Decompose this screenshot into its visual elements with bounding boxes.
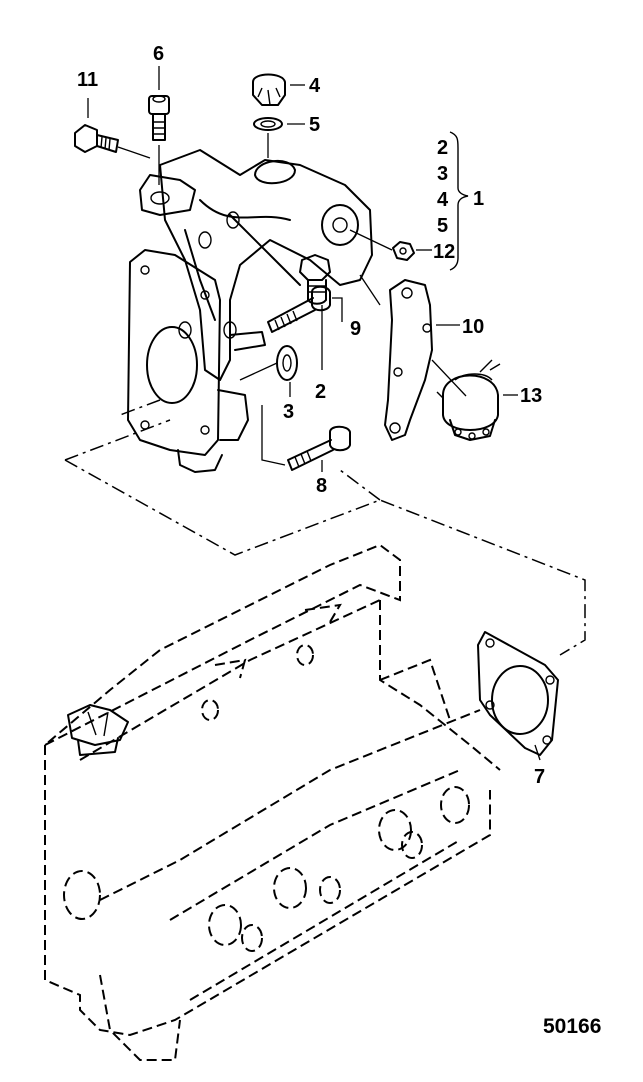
- group-callout-5: 5: [437, 215, 448, 237]
- group-callout-3: 3: [437, 163, 448, 185]
- washer-5: [253, 117, 305, 158]
- callout-6: 6: [153, 43, 164, 65]
- alignment-lines: [64, 399, 586, 656]
- bolt-11: [74, 98, 151, 159]
- callout-3: 3: [283, 401, 294, 423]
- callout-4: 4: [309, 75, 321, 97]
- group-bracket-1: [449, 131, 469, 271]
- callout-8: 8: [316, 475, 327, 497]
- exhaust-elbow: [127, 149, 373, 473]
- bolt-9: [267, 285, 343, 333]
- sender-13: [431, 359, 518, 441]
- washer-3: [239, 345, 298, 397]
- gasket-7: [477, 631, 559, 756]
- oil-fill-cap: [67, 704, 129, 756]
- callout-11: 11: [77, 69, 98, 91]
- callout-13: 13: [520, 385, 542, 407]
- callout-10: 10: [462, 316, 484, 338]
- callout-2: 2: [315, 381, 326, 403]
- figure-number: 50166: [543, 1015, 601, 1038]
- brace-10: [359, 274, 460, 441]
- nut-12: [349, 229, 432, 261]
- screw-6: [148, 66, 170, 185]
- group-callout-4: 4: [437, 189, 449, 211]
- group-callout-2: 2: [437, 137, 448, 159]
- plug-2: [299, 254, 331, 370]
- bolt-8: [261, 405, 351, 472]
- callout-7: 7: [534, 766, 545, 788]
- callout-9: 9: [350, 318, 361, 340]
- callout-12: 12: [433, 241, 455, 263]
- leader-7: [534, 744, 541, 761]
- callout-1: 1: [473, 188, 484, 210]
- callout-5: 5: [309, 114, 320, 136]
- engine-block-outline: [44, 543, 501, 1061]
- plug-4: [252, 73, 305, 106]
